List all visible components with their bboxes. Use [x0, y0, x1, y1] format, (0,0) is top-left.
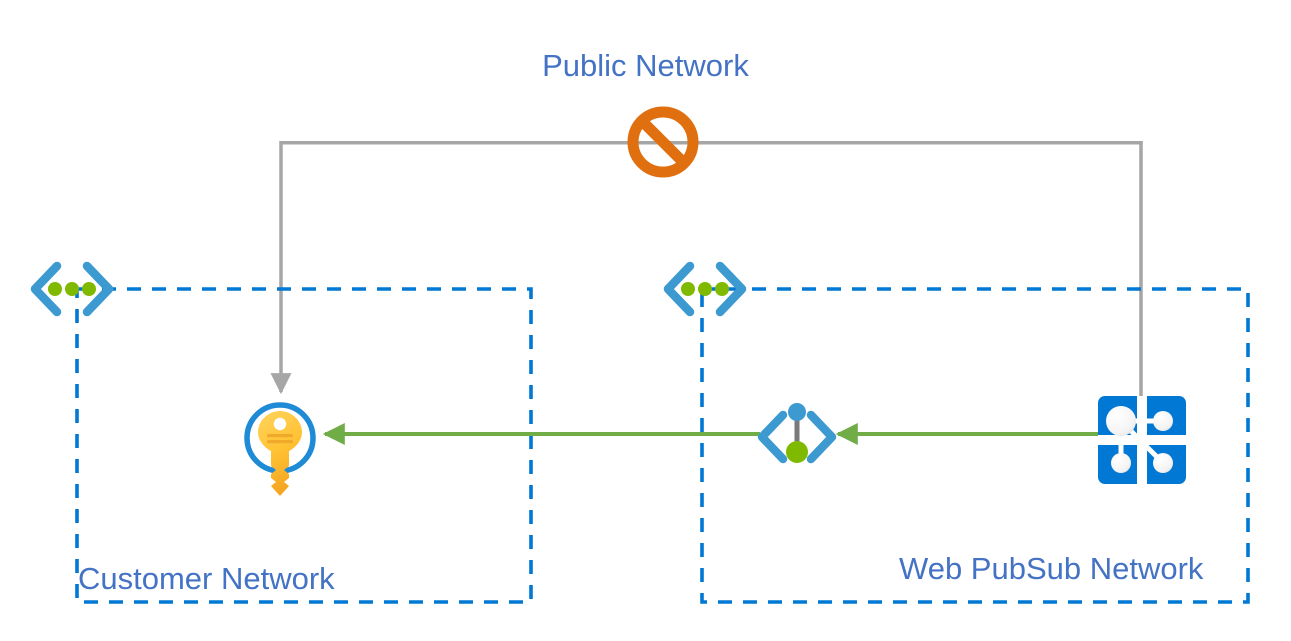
webpubsub-network-label: Web PubSub Network	[899, 551, 1204, 586]
virtual-network-icon-webpubsub	[663, 261, 747, 317]
webpubsub-network-boundary	[700, 287, 1250, 604]
customer-network-boundary	[75, 287, 533, 604]
customer-network-label: Customer Network	[78, 561, 335, 596]
blocked-icon	[627, 106, 699, 178]
virtual-network-icon-customer	[30, 261, 114, 317]
web-pubsub-icon	[1098, 396, 1186, 484]
customer-network-dashed-box	[75, 287, 533, 604]
private-endpoint-icon	[757, 403, 837, 464]
key-icon	[244, 402, 316, 496]
public-network-title: Public Network	[542, 48, 749, 83]
webpubsub-network-dashed-box	[700, 287, 1250, 604]
public-network-path	[270, 140, 1143, 410]
